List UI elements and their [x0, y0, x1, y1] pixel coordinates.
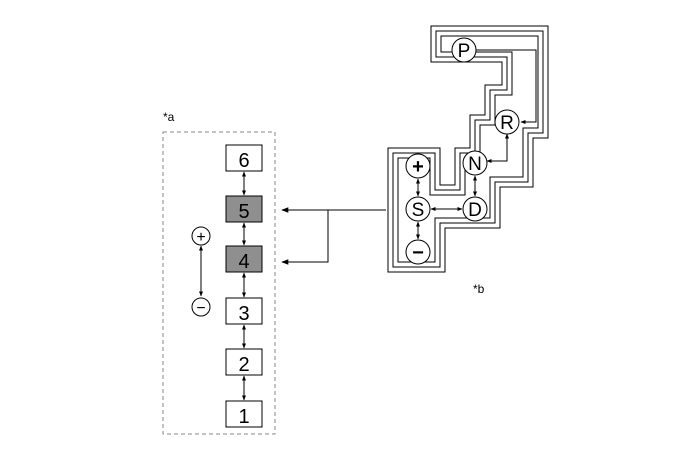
shifter-label-p: P	[458, 41, 471, 62]
gear-label-4: 4	[238, 251, 249, 273]
manual-mode-panel	[162, 131, 276, 435]
manual-plus-circle: +	[191, 226, 211, 246]
gear-label-2: 2	[238, 354, 249, 376]
shifter-position-s: S	[405, 196, 431, 222]
gear-label-6: 6	[238, 150, 249, 172]
shifter-position-n: N	[462, 150, 488, 176]
shifter-arrows	[416, 175, 477, 240]
label-a: *a	[163, 110, 175, 124]
gear-box-5: 5	[225, 195, 263, 223]
shifter-position-minus: −	[405, 239, 431, 265]
shifter-position-plus: +	[405, 153, 431, 179]
connector-arrows	[281, 207, 386, 265]
gear-box-4: 4	[225, 245, 263, 273]
gear-box-3: 3	[225, 297, 263, 325]
shifter-label-plus: +	[412, 156, 424, 178]
manual-minus-label: −	[196, 300, 205, 317]
gear-label-5: 5	[238, 201, 249, 223]
shifter-position-r: R	[494, 109, 520, 135]
shifter-label-r: R	[500, 113, 514, 134]
gear-box-6: 6	[225, 144, 263, 172]
shift-gate-outline	[387, 25, 549, 273]
gear-box-1: 1	[225, 400, 263, 428]
shifter-position-d: D	[462, 196, 488, 222]
gear-box-2: 2	[225, 348, 263, 376]
shifter-label-d: D	[468, 200, 482, 221]
shifter-label-n: N	[468, 154, 482, 175]
manual-plus-label: +	[196, 229, 205, 246]
shifter-position-p: P	[451, 37, 477, 63]
gear-label-3: 3	[238, 303, 249, 325]
route-r-to-n-arrow	[486, 133, 509, 163]
shifter-label-minus: −	[412, 242, 424, 264]
manual-minus-circle: −	[191, 297, 211, 317]
label-b: *b	[473, 282, 485, 296]
gear-label-1: 1	[238, 406, 249, 428]
route-p-to-r-arrow	[476, 49, 537, 124]
shifter-label-s: S	[412, 200, 425, 221]
